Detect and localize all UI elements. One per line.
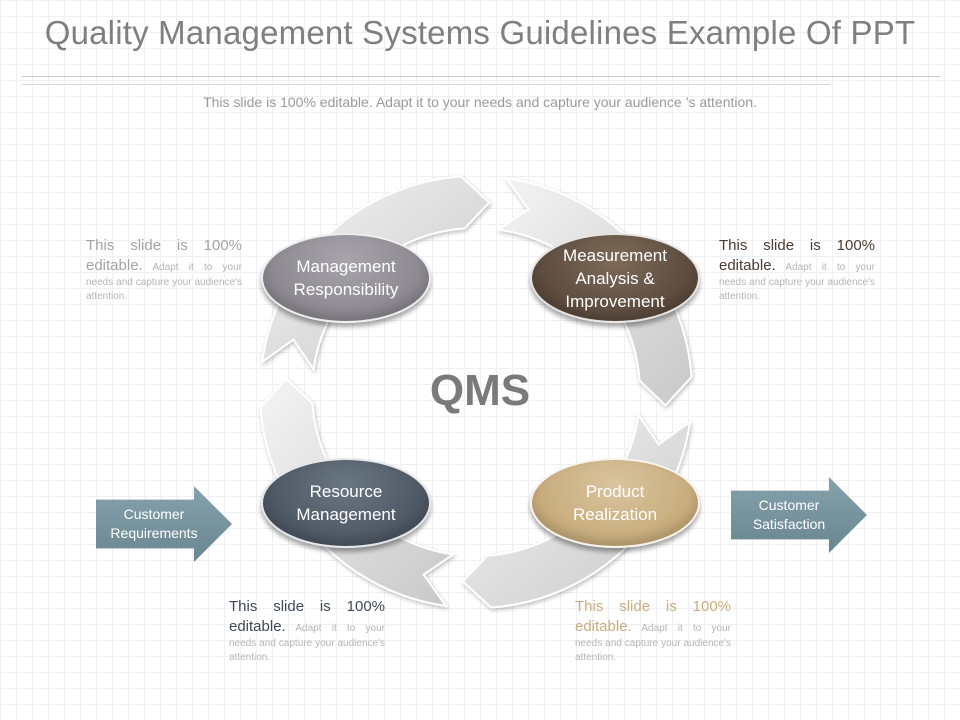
note-bottom-right: This slide is 100% editable. Adapt it to… <box>575 597 731 665</box>
customer-satisfaction-label: Customer Satisfaction <box>752 497 826 532</box>
title-divider-secondary <box>22 84 830 85</box>
note-lead: This slide is 100% editable. <box>229 598 385 635</box>
customer-requirements-label: Customer Requirements <box>110 506 198 541</box>
management-responsibility-label: Management Responsibility <box>293 257 399 299</box>
slide-title: Quality Management Systems Guidelines Ex… <box>44 14 916 51</box>
product-realization-label: Product Realization <box>572 482 658 524</box>
note-top-right: This slide is 100% editable. Adapt it to… <box>719 236 875 304</box>
measurement-analysis-label: Measurement Analysis & Improvement <box>563 245 667 311</box>
resource-management-label: Resource Management <box>296 482 396 524</box>
management-responsibility-node: Management Responsibility <box>261 233 431 323</box>
note-body: Adapt it to your needs and capture your … <box>719 262 875 302</box>
note-lead: This slide is 100% editable. <box>719 237 875 274</box>
product-realization-node: Product Realization <box>530 458 700 548</box>
note-body: Adapt it to your needs and capture your … <box>575 623 731 663</box>
slide-subtitle: This slide is 100% editable. Adapt it to… <box>203 94 757 110</box>
measurement-analysis-node: Measurement Analysis & Improvement <box>530 233 700 323</box>
note-body: Adapt it to your needs and capture your … <box>86 262 242 302</box>
note-body: Adapt it to your needs and capture your … <box>229 623 385 663</box>
note-bottom-left: This slide is 100% editable. Adapt it to… <box>229 597 385 665</box>
note-lead: This slide is 100% editable. <box>86 237 242 274</box>
title-divider <box>22 76 940 77</box>
qms-center-label: QMS <box>429 366 531 415</box>
note-lead: This slide is 100% editable. <box>575 598 731 635</box>
resource-management-node: Resource Management <box>261 458 431 548</box>
note-top-left: This slide is 100% editable. Adapt it to… <box>86 236 242 304</box>
